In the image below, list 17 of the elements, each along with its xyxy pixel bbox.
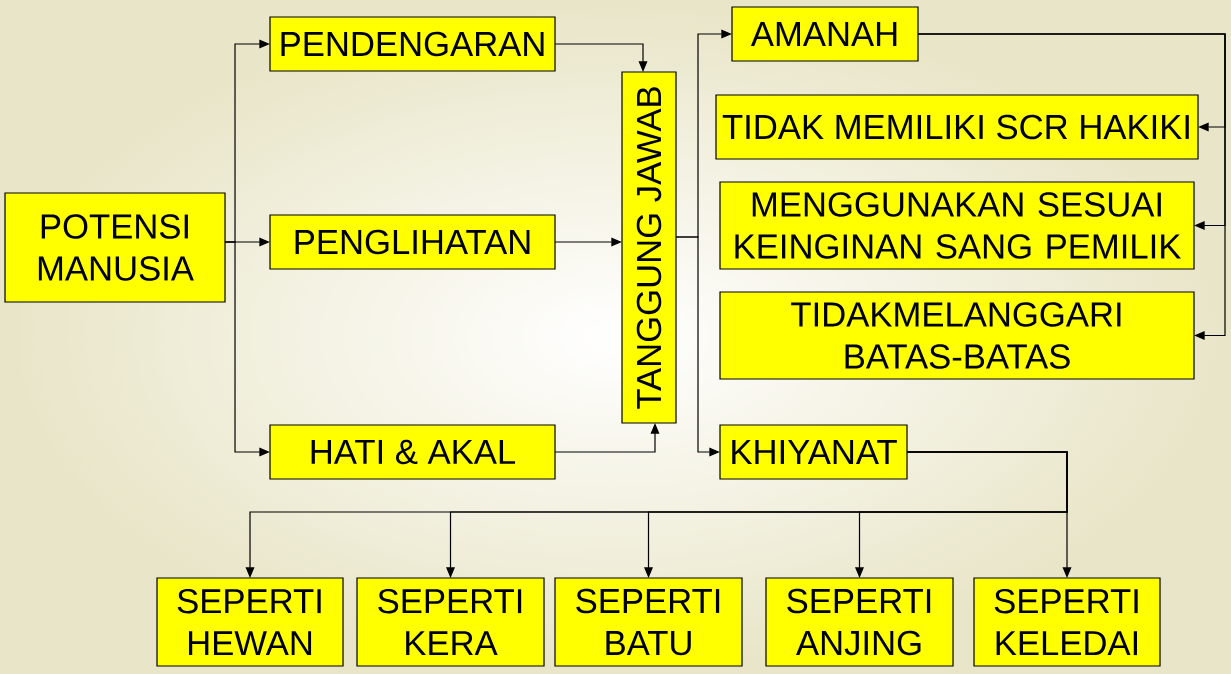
concept-box: SEPERTI HEWAN: [156, 577, 344, 667]
concept-box: AMANAH: [731, 6, 919, 62]
concept-box: TIDAK MEMILIKI SCR HAKIKI: [715, 94, 1199, 160]
concept-box: TIDAKMELANGGARI BATAS-BATAS: [719, 291, 1195, 380]
concept-box: SEPERTI KELEDAI: [973, 577, 1161, 667]
concept-box: KHIYANAT: [719, 424, 908, 480]
concept-box: PENDENGARAN: [269, 16, 556, 72]
concept-box: HATI & AKAL: [269, 424, 556, 480]
concept-box: SEPERTI ANJING: [765, 577, 954, 667]
concept-box: POTENSI MANUSIA: [4, 192, 226, 303]
concept-box: SEPERTI KERA: [356, 577, 545, 667]
concept-box: SEPERTI BATU: [554, 577, 743, 667]
vertical-box: TANGGUNG JAWAB: [621, 71, 677, 424]
concept-box: MENGGUNAKAN SESUAI KEINGINAN SANG PEMILIK: [719, 181, 1195, 270]
concept-box: PENGLIHATAN: [269, 214, 556, 270]
arrow: [917, 33, 1226, 340]
arrow: [224, 241, 270, 457]
